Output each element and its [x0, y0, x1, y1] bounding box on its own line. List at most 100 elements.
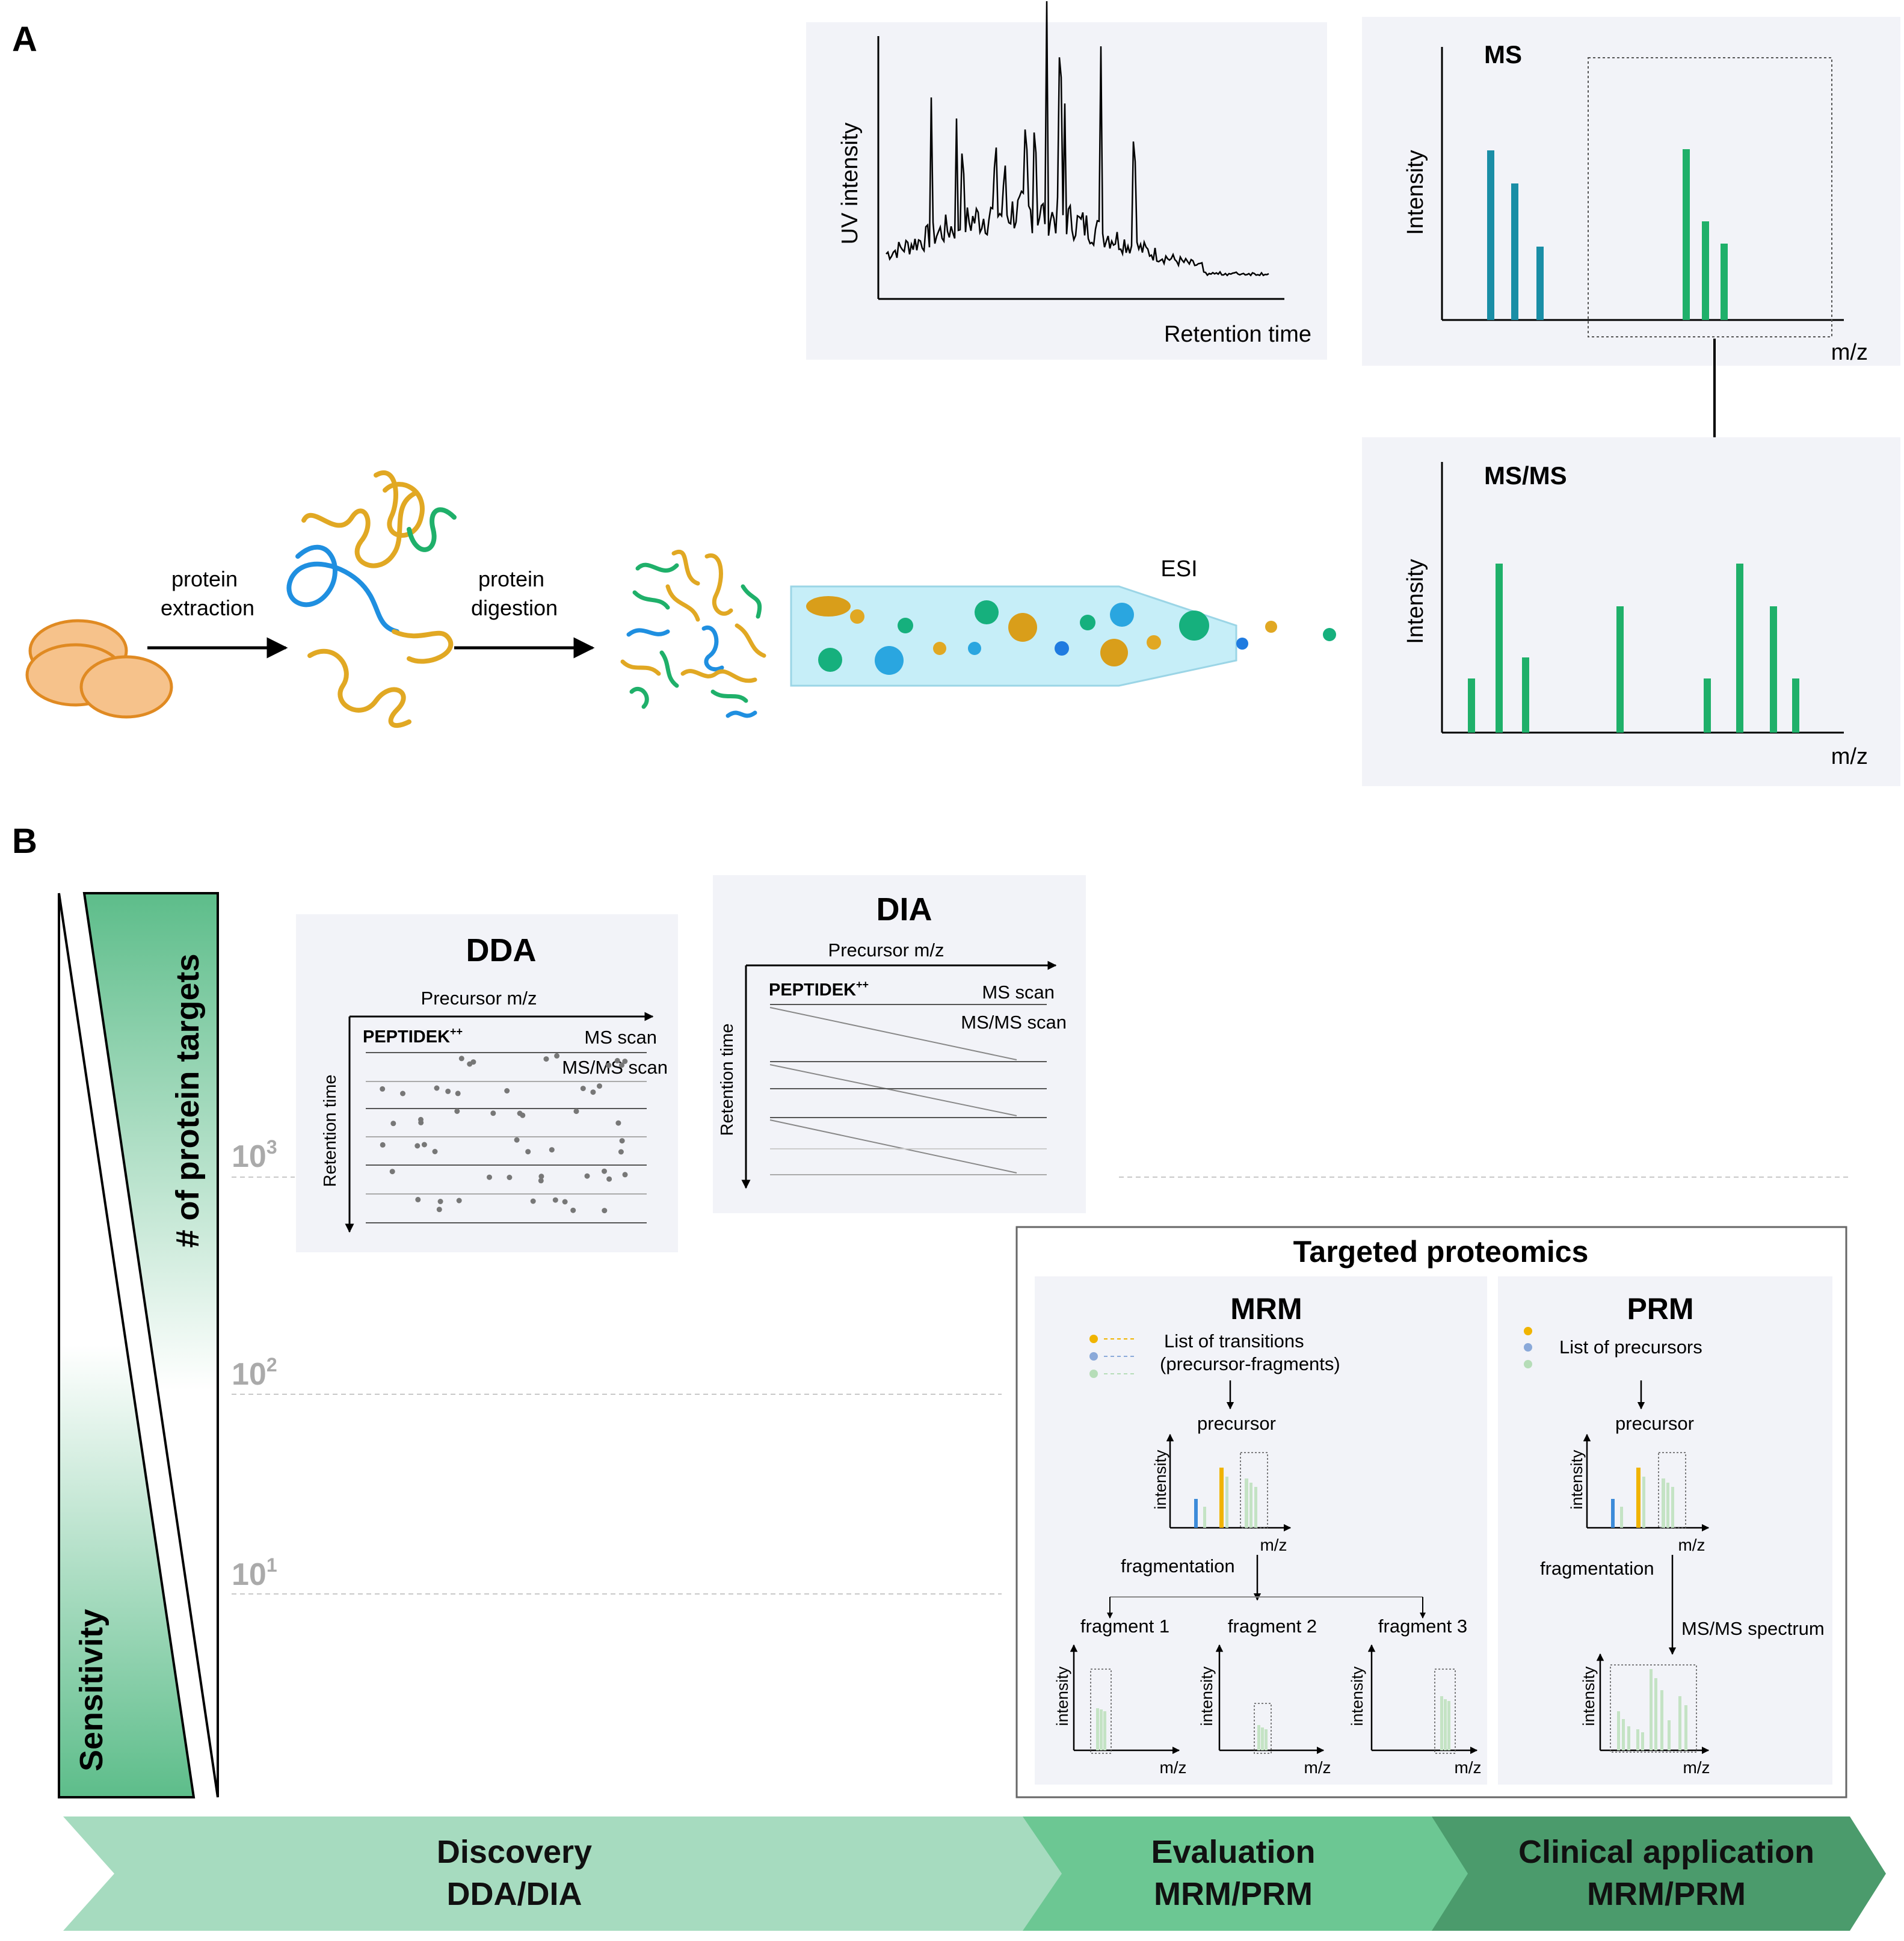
msms-peak [1792, 678, 1799, 733]
ms-title: MS [1484, 40, 1522, 69]
dda-dot [418, 1116, 424, 1122]
cell-icon [25, 619, 173, 719]
precursor-peak [1225, 1477, 1228, 1528]
msms-fragment-peak [1660, 1690, 1663, 1750]
msms-fragment-peak [1684, 1705, 1687, 1750]
dda-dot [602, 1208, 608, 1214]
msms-peak [1616, 606, 1624, 733]
msms-title: MS/MS [1484, 461, 1567, 490]
dda-dot [552, 1197, 558, 1203]
dda-dot [507, 1175, 513, 1180]
dda-dot [437, 1199, 443, 1204]
dda-dot [580, 1086, 586, 1092]
mrm-transition-legend [1089, 1335, 1137, 1378]
dda-dot [530, 1198, 536, 1204]
dia-panel [713, 875, 1086, 1213]
msms-fragment-peak [1641, 1732, 1644, 1750]
precursor-peak [1671, 1487, 1674, 1528]
ms-peak [1702, 221, 1709, 320]
dda-dot [622, 1172, 628, 1178]
svg-text:m/z: m/z [1260, 1536, 1287, 1554]
dda-dot [380, 1142, 386, 1148]
ms-peaks [1487, 149, 1728, 320]
msms-peak [1704, 678, 1711, 733]
stage-discovery-label: Discovery [437, 1834, 592, 1870]
prm-panel [1498, 1276, 1832, 1785]
stage-evaluation [1023, 1816, 1471, 1931]
prm-msms-chart: intensity m/z [1580, 1653, 1710, 1777]
uv-xlabel: Retention time [1164, 322, 1311, 347]
precursor-peak [1203, 1507, 1206, 1528]
msms-peak [1770, 606, 1777, 733]
dia-peptide: PEPTIDEK++ [769, 979, 869, 1000]
dda-dot [421, 1142, 427, 1148]
dda-dot [606, 1062, 612, 1068]
fragment-2-label: fragment 2 [1228, 1616, 1317, 1637]
ms-peak [1721, 244, 1728, 320]
dia-msms-scan: MS/MS scan [961, 1012, 1067, 1033]
stage-evaluation-sub: MRM/PRM [1154, 1876, 1313, 1912]
svg-text:m/z: m/z [1304, 1758, 1331, 1777]
dda-panel [296, 914, 678, 1252]
msms-fragment-peak [1650, 1669, 1653, 1750]
svg-text:intensity: intensity [1151, 1450, 1169, 1510]
scale-tick-1000: 103 [232, 1136, 1850, 1178]
msms-peak [1496, 564, 1503, 733]
dda-xlabel: Precursor m/z [421, 988, 537, 1009]
msms-ylabel: Intensity [1403, 559, 1428, 644]
svg-text:intensity: intensity [1198, 1666, 1216, 1726]
dda-dot [573, 1109, 579, 1115]
prm-msms-label: MS/MS spectrum [1681, 1618, 1825, 1639]
dda-dot [434, 1085, 440, 1091]
panel-b-label: B [12, 822, 37, 861]
prm-title: PRM [1627, 1292, 1693, 1326]
stage-arrows: Discovery DDA/DIA Evaluation MRM/PRM Cli… [63, 1816, 1886, 1931]
svg-text:m/z: m/z [1678, 1536, 1705, 1554]
precursor-peak [1611, 1499, 1615, 1528]
dda-dot [570, 1207, 576, 1213]
precursor-peak [1219, 1468, 1224, 1528]
dda-dot [543, 1056, 549, 1062]
svg-text:m/z: m/z [1683, 1758, 1710, 1777]
stage-clinical-sub: MRM/PRM [1587, 1876, 1746, 1912]
scale-tick-10: 101 [232, 1554, 1002, 1595]
targets-sensitivity-wedge: # of protein targets Sensitivity [58, 892, 219, 1798]
msms-fragment-peak [1627, 1726, 1630, 1750]
dda-dot [467, 1061, 473, 1067]
dda-dot [487, 1174, 492, 1180]
dda-dot [445, 1088, 451, 1094]
ms-ylabel: Intensity [1403, 150, 1428, 235]
mrm-diagram: MRM List of transitions (precursor-fragm… [1053, 1292, 1482, 1777]
ms-peak [1536, 247, 1544, 320]
esi-label: ESI [1160, 556, 1197, 582]
dda-dots [380, 1053, 628, 1214]
mrm-list-label: List of transitions (precursor-fragments… [1160, 1330, 1340, 1374]
msms-peak [1468, 678, 1475, 733]
dda-dot [538, 1178, 544, 1184]
dda-dot [458, 1056, 464, 1062]
dda-dot [554, 1053, 560, 1059]
ms-chart: MS Intensity m/z [1403, 40, 1868, 365]
dia-diagram: DIA Precursor m/z Retention time PEPTIDE… [718, 891, 1067, 1189]
dda-dot [456, 1198, 462, 1204]
dda-dot [619, 1138, 625, 1144]
precursor-peak [1620, 1507, 1623, 1528]
dda-ms-scan: MS scan [584, 1027, 657, 1048]
dda-dot [602, 1168, 607, 1174]
dda-dot [514, 1137, 520, 1143]
prm-precursor-chart: intensity m/z [1568, 1433, 1710, 1554]
ms-xlabel: m/z [1831, 340, 1868, 365]
intact-proteins-icon [286, 470, 457, 728]
precursor-peak [1666, 1483, 1669, 1528]
msms-xlabel: m/z [1831, 744, 1868, 769]
prm-precursor-label: precursor [1615, 1413, 1694, 1434]
stage-clinical-label: Clinical application [1518, 1834, 1814, 1870]
stage-discovery [63, 1816, 1074, 1931]
svg-text:102: 102 [232, 1354, 277, 1392]
dia-xlabel: Precursor m/z [828, 940, 944, 961]
stage-clinical [1432, 1816, 1886, 1931]
dia-ms-scan: MS scan [982, 982, 1055, 1003]
prm-diagram: PRM List of precursors precursor intensi… [1524, 1292, 1825, 1777]
dda-dot [615, 1120, 621, 1126]
